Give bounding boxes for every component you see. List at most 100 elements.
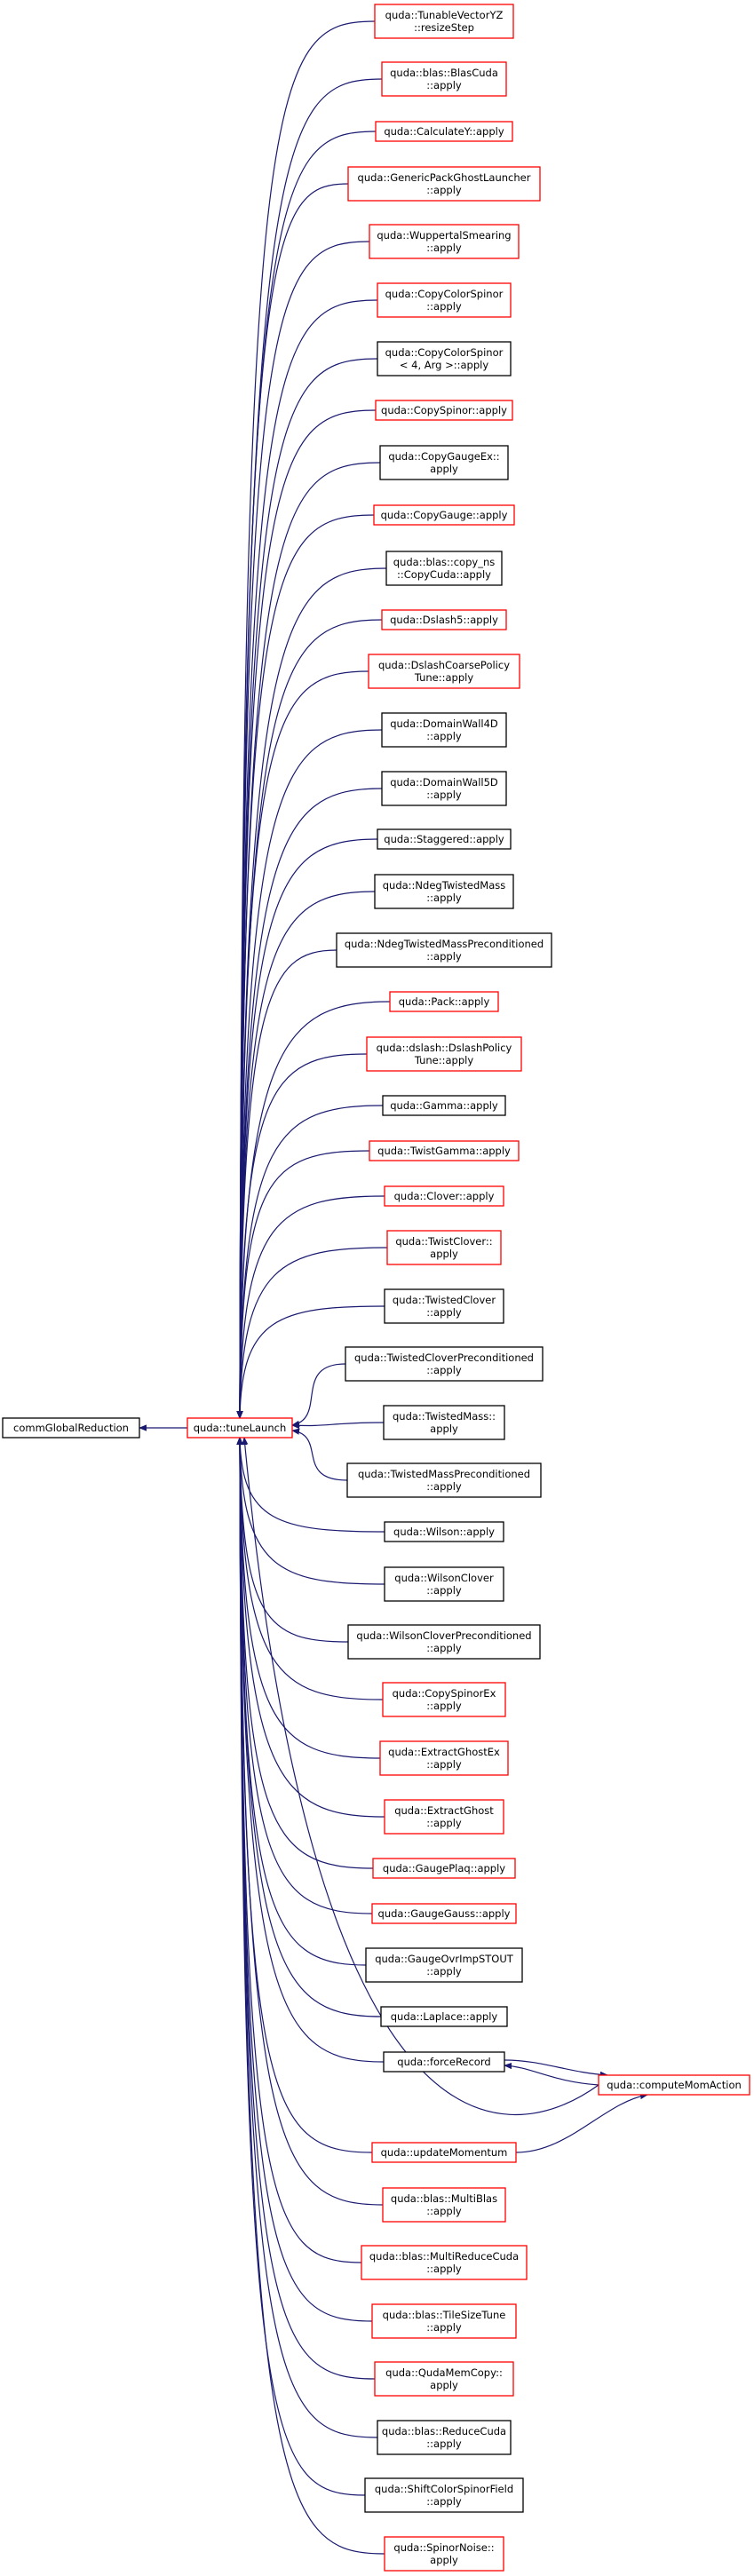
node-n1[interactable]: quda::TunableVectorYZ::resizeStep [374, 4, 514, 39]
node-n7[interactable]: quda::CopyColorSpinor< 4, Arg >::apply [377, 341, 512, 376]
node-n41[interactable]: quda::blas::MultiBlas::apply [382, 2187, 506, 2223]
node-box [381, 771, 507, 806]
node-label: quda::GenericPackGhostLauncher [358, 171, 531, 184]
node-n16[interactable]: quda::Staggered::apply [377, 828, 512, 850]
node-cma[interactable]: quda::computeMomAction [598, 2074, 750, 2096]
node-label: commGlobalReduction [13, 1422, 129, 1434]
node-box [374, 4, 514, 39]
node-box [371, 2142, 517, 2163]
edge-n29-to-tunelaunch [240, 1438, 385, 1533]
node-n17[interactable]: quda::NdegTwistedMass::apply [374, 874, 514, 909]
node-n23[interactable]: quda::Clover::apply [384, 1185, 504, 1207]
node-box [336, 932, 552, 968]
node-n28[interactable]: quda::TwistedMassPreconditioned::apply [346, 1462, 542, 1498]
node-n18[interactable]: quda::NdegTwistedMassPreconditioned::app… [336, 932, 552, 968]
node-n24[interactable]: quda::TwistClover::apply [386, 1230, 502, 1265]
node-n22[interactable]: quda::TwistGamma::apply [369, 1140, 520, 1161]
node-label: quda::tuneLaunch [194, 1422, 287, 1434]
node-n19[interactable]: quda::Pack::apply [389, 991, 499, 1012]
node-n38[interactable]: quda::Laplace::apply [380, 2006, 508, 2027]
node-tune[interactable]: quda::tuneLaunch [187, 1417, 293, 1439]
node-n47[interactable]: quda::SpinorNoise::apply [384, 2536, 504, 2572]
node-n8[interactable]: quda::CopySpinor::apply [375, 400, 513, 421]
node-n39[interactable]: quda::forceRecord [383, 2051, 505, 2073]
node-n26[interactable]: quda::TwistedCloverPreconditioned::apply [345, 1346, 544, 1382]
node-box [365, 1947, 523, 1983]
node-label: ::apply [426, 2437, 462, 2450]
node-label: quda::DslashCoarsePolicy [378, 659, 510, 671]
node-label: ::apply [426, 1584, 462, 1597]
node-n45[interactable]: quda::blas::ReduceCuda::apply [377, 2420, 512, 2455]
node-label: quda::blas::MultiBlas [391, 2192, 497, 2205]
node-label: ::apply [426, 1642, 462, 1654]
node-label: ::apply [426, 1306, 462, 1319]
node-n35[interactable]: quda::GaugePlaq::apply [372, 1858, 516, 1879]
node-label: quda::CopySpinorEx [393, 1687, 496, 1700]
node-label: ::apply [426, 950, 462, 963]
node-n10[interactable]: quda::CopyGauge::apply [373, 504, 515, 526]
node-label: quda::computeMomAction [607, 2079, 742, 2091]
node-box [383, 2051, 505, 2073]
node-n9[interactable]: quda::CopyGaugeEx::apply [379, 445, 509, 480]
node-n3[interactable]: quda::CalculateY::apply [375, 121, 513, 142]
node-n43[interactable]: quda::blas::TileSizeTune::apply [371, 2303, 517, 2339]
node-n30[interactable]: quda::WilsonClover::apply [384, 1566, 504, 1602]
node-label: quda::GaugeOvrImpSTOUT [375, 1953, 514, 1965]
node-label: quda::CopyGauge::apply [381, 509, 508, 521]
node-label: quda::WuppertalSmearing [377, 229, 511, 242]
node-box [384, 1799, 504, 1835]
node-n12[interactable]: quda::Dslash5::apply [381, 609, 507, 630]
node-n2[interactable]: quda::blas::BlasCuda::apply [381, 61, 507, 97]
node-label: quda::CopySpinor::apply [381, 404, 507, 416]
edge-n1-to-tunelaunch [240, 20, 376, 1418]
node-n6[interactable]: quda::CopyColorSpinor::apply [377, 282, 512, 318]
node-n32[interactable]: quda::CopySpinorEx::apply [382, 1682, 506, 1717]
edges-layer [139, 20, 647, 2555]
node-label: quda::CopyColorSpinor [385, 346, 504, 359]
node-label: quda::DomainWall5D [390, 776, 498, 789]
node-n46[interactable]: quda::ShiftColorSpinorField::apply [364, 2477, 524, 2513]
node-label: quda::Gamma::apply [390, 1099, 498, 1112]
node-box [374, 874, 514, 909]
node-label: quda::TwistedMass:: [393, 1410, 496, 1423]
node-root[interactable]: commGlobalReduction [2, 1417, 140, 1439]
node-n21[interactable]: quda::Gamma::apply [382, 1095, 506, 1116]
edge-n14-to-tunelaunch [240, 729, 383, 1418]
edge-n34-to-tunelaunch [240, 1438, 385, 1818]
node-n5[interactable]: quda::WuppertalSmearing::apply [369, 224, 520, 259]
node-label: quda::GaugeGauss::apply [378, 1907, 511, 1920]
node-n42[interactable]: quda::blas::MultiReduceCuda::apply [361, 2245, 528, 2280]
edge-n18-to-tunelaunch [240, 949, 337, 1418]
node-label: ::CopyCuda::apply [397, 568, 491, 581]
node-n37[interactable]: quda::GaugeOvrImpSTOUT::apply [365, 1947, 523, 1983]
node-n40[interactable]: quda::updateMomentum [371, 2142, 517, 2163]
node-n33[interactable]: quda::ExtractGhostEx::apply [379, 1740, 509, 1776]
node-label: ::resizeStep [414, 21, 474, 34]
node-box [371, 2303, 517, 2339]
node-box [371, 1903, 517, 1924]
edge-n2-to-tunelaunch [240, 78, 383, 1418]
node-box [374, 2361, 514, 2397]
node-n31[interactable]: quda::WilsonCloverPreconditioned::apply [347, 1624, 541, 1660]
node-n29[interactable]: quda::Wilson::apply [384, 1521, 504, 1542]
node-label: ::apply [426, 300, 462, 313]
node-label: ::apply [426, 2495, 462, 2508]
node-n14[interactable]: quda::DomainWall4D::apply [381, 712, 507, 748]
node-n44[interactable]: quda::QudaMemCopy::apply [374, 2361, 514, 2397]
node-n15[interactable]: quda::DomainWall5D::apply [381, 771, 507, 806]
node-n34[interactable]: quda::ExtractGhost::apply [384, 1799, 504, 1835]
node-n27[interactable]: quda::TwistedMass::apply [383, 1405, 505, 1440]
node-n36[interactable]: quda::GaugeGauss::apply [371, 1903, 517, 1924]
node-n25[interactable]: quda::TwistedClover::apply [384, 1288, 504, 1324]
node-n4[interactable]: quda::GenericPackGhostLauncher::apply [347, 166, 541, 202]
edge-n8-to-tunelaunch [240, 409, 377, 1418]
edge-forcerecord-to-computemomaction [504, 2059, 607, 2075]
node-label: apply [430, 463, 458, 475]
node-box [383, 1405, 505, 1440]
node-label: quda::blas::MultiReduceCuda [369, 2250, 519, 2263]
edge-n31-to-tunelaunch [240, 1438, 349, 1643]
node-n11[interactable]: quda::blas::copy_ns::CopyCuda::apply [385, 551, 503, 586]
